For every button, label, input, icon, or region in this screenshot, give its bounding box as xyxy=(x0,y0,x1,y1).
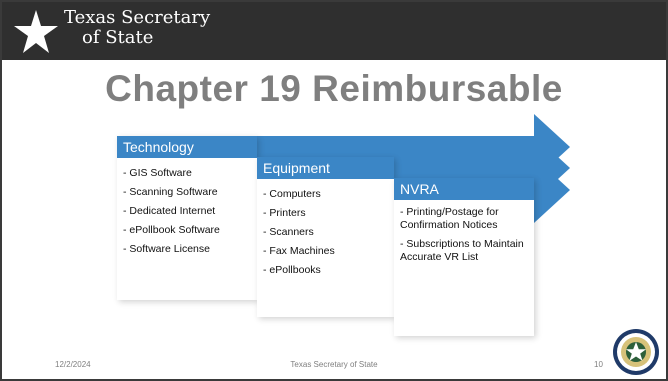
state-seal-icon xyxy=(613,329,659,375)
footer-center-text: Texas Secretary of State xyxy=(290,360,378,369)
technology-column: Technology - GIS Software - Scanning Sof… xyxy=(117,136,257,300)
logo-line2: of State xyxy=(82,27,154,48)
nvra-column: NVRA - Printing/Postage for Confirmation… xyxy=(394,178,534,336)
nvra-heading: NVRA xyxy=(394,178,534,200)
equipment-list: - Computers - Printers - Scanners - Fax … xyxy=(263,185,388,280)
list-item: - Printing/Postage for Confirmation Noti… xyxy=(400,206,499,231)
technology-heading: Technology xyxy=(117,136,257,158)
list-item: - Scanners xyxy=(263,226,314,238)
list-item: - ePollbook Software xyxy=(123,224,220,236)
technology-list: - GIS Software - Scanning Software - Ded… xyxy=(123,164,251,259)
list-item: - GIS Software xyxy=(123,167,192,179)
footer-date: 12/2/2024 xyxy=(55,360,91,369)
equipment-column: Equipment - Computers - Printers - Scann… xyxy=(257,157,394,317)
page-number: 10 xyxy=(594,360,603,369)
equipment-heading: Equipment xyxy=(257,157,394,179)
logo-text: Texas Secretary of State xyxy=(64,8,210,48)
logo-line1: Texas Secretary xyxy=(64,7,211,28)
slide-title: Chapter 19 Reimbursable xyxy=(105,68,563,109)
star-icon xyxy=(14,10,58,53)
list-item: - Software License xyxy=(123,243,210,255)
list-item: - ePollbooks xyxy=(263,264,321,276)
header-bar: Texas Secretary of State xyxy=(2,2,666,60)
list-item: - Subscriptions to Maintain Accurate VR … xyxy=(400,238,524,263)
nvra-list: - Printing/Postage for Confirmation Noti… xyxy=(400,206,528,270)
list-item: - Dedicated Internet xyxy=(123,205,216,217)
list-item: - Printers xyxy=(263,207,306,219)
list-item: - Scanning Software xyxy=(123,186,218,198)
list-item: - Fax Machines xyxy=(263,245,335,257)
nvra-arrow-head xyxy=(534,157,570,223)
list-item: - Computers xyxy=(263,188,321,200)
